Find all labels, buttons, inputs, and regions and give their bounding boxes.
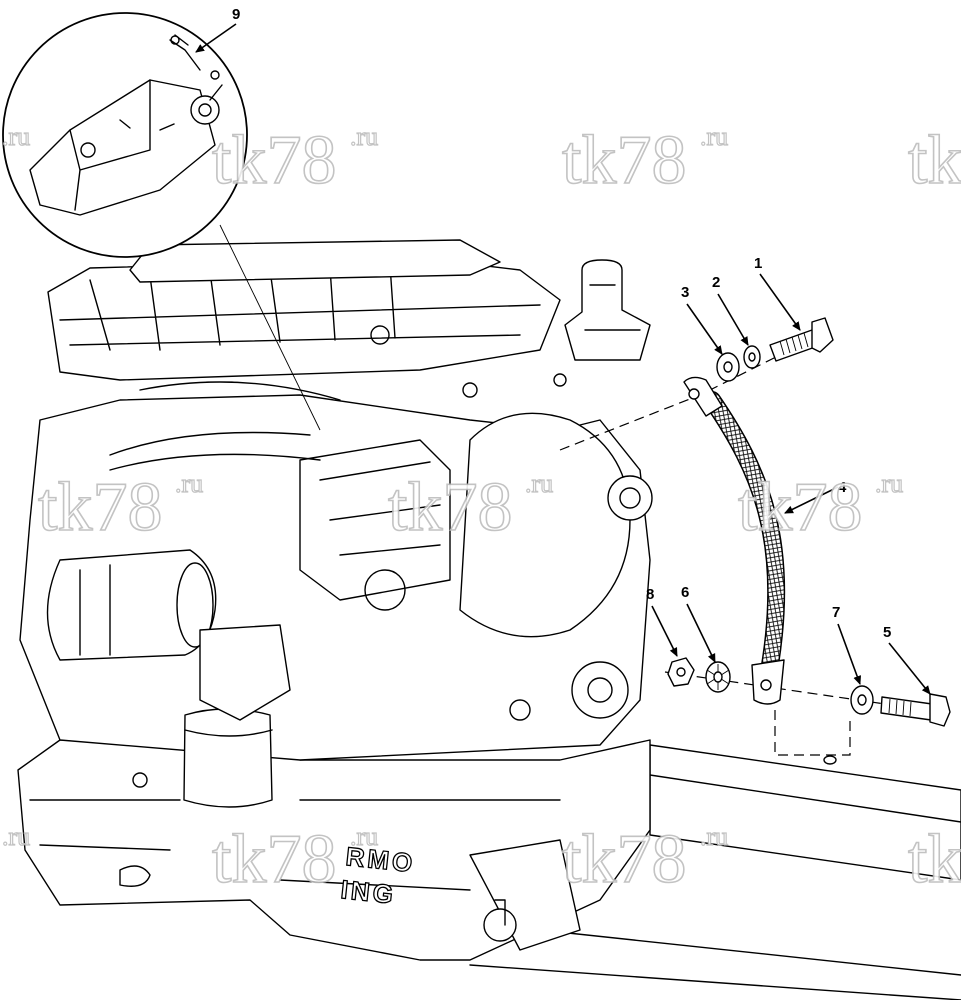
callout-3: 3 — [681, 284, 689, 301]
upper-cable-lug — [683, 376, 723, 417]
watermark-suffix: .ru — [875, 469, 903, 498]
callout-5: 5 — [883, 624, 891, 641]
watermark-text: tk78 — [738, 469, 862, 546]
watermarks: .ru tk78 .ru tk78 .ru tk78 tk78 .ru tk78… — [1, 121, 961, 899]
watermark-text: tk78 — [388, 469, 512, 546]
callout-1-arrow — [759, 273, 801, 331]
watermark-text: tk78 — [908, 122, 961, 199]
watermark-suffix: .ru — [2, 822, 30, 851]
engine-brand-lettering: RMO ING — [339, 840, 418, 910]
bolt-lower — [880, 693, 951, 727]
callout-3-arrow — [686, 303, 723, 355]
flat-washer-upper — [716, 352, 740, 382]
frame-alignment-line — [774, 710, 851, 756]
engine-assembly — [17, 239, 653, 961]
callout-9-arrow — [195, 23, 237, 53]
callout-2: 2 — [712, 274, 720, 291]
flat-washer-lower — [850, 685, 874, 715]
callout-7-arrow — [837, 623, 862, 685]
hex-nut — [667, 657, 695, 687]
watermark-text: tk78 — [562, 821, 686, 898]
callout-6: 6 — [681, 584, 689, 601]
inset-leader-line — [219, 224, 321, 431]
callout-5-arrow — [888, 642, 931, 695]
watermark-text: tk78 — [212, 122, 336, 199]
watermark-suffix: .ru — [2, 122, 30, 151]
watermark-text: tk78 — [908, 821, 961, 898]
watermark-suffix: .ru — [350, 122, 378, 151]
callout-4-arrow — [784, 486, 839, 514]
callout-7: 7 — [832, 604, 840, 621]
callout-9: 9 — [232, 6, 240, 23]
callout-8: 8 — [646, 586, 654, 603]
watermark-text: tk78 — [38, 469, 162, 546]
lock-washer-upper — [743, 345, 761, 369]
watermark-suffix: .ru — [525, 469, 553, 498]
watermark-suffix: .ru — [350, 822, 378, 851]
starter-detail-inset — [2, 12, 321, 431]
callout-4: 4 — [838, 479, 847, 496]
watermark-suffix: .ru — [700, 822, 728, 851]
callout-8-arrow — [651, 605, 678, 657]
watermark-text: tk78 — [562, 122, 686, 199]
brand-text-line-1: RMO — [344, 841, 416, 878]
callout-1: 1 — [754, 255, 762, 272]
callout-labels: 1 2 3 4 5 6 7 8 9 — [195, 6, 931, 695]
ground-cable-assembly — [559, 317, 951, 765]
star-washer — [705, 661, 731, 693]
watermark-suffix: .ru — [175, 469, 203, 498]
callout-6-arrow — [686, 603, 716, 663]
frame-mount-hole — [823, 755, 837, 765]
callout-2-arrow — [717, 293, 749, 346]
bolt-upper — [769, 317, 834, 362]
watermark-text: tk78 — [212, 821, 336, 898]
watermark-suffix: .ru — [700, 122, 728, 151]
brand-text-line-2: ING — [339, 874, 397, 910]
